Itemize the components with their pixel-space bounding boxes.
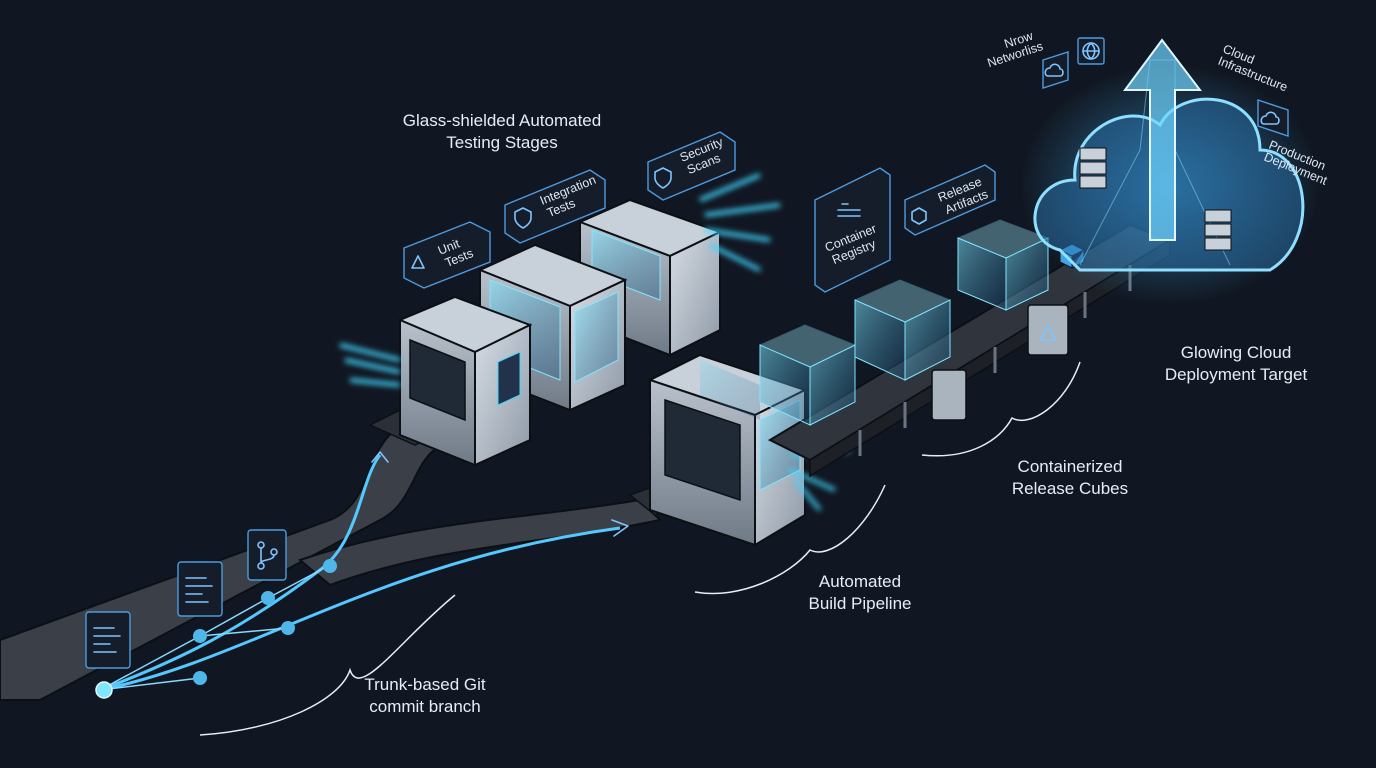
build-brace <box>694 484 886 595</box>
tag-security-scans: SecurityScans <box>647 131 736 201</box>
warning-panel <box>1027 304 1069 356</box>
label-trunk-line2: commit branch <box>369 697 481 716</box>
docker-icon <box>837 203 861 217</box>
flask-icon <box>411 255 425 269</box>
commit-node[interactable] <box>323 559 337 573</box>
release-cube <box>853 279 952 381</box>
label-trunk-branch: Trunk-based Git commit branch <box>345 674 505 718</box>
label-trunk-line1: Trunk-based Git <box>364 675 486 694</box>
code-icon <box>177 561 223 617</box>
braces <box>199 361 1081 736</box>
label-build-line2: Build Pipeline <box>808 594 912 613</box>
commit-node[interactable] <box>261 591 275 605</box>
label-release-line1: Containerized <box>1017 457 1123 476</box>
release-conveyor <box>758 219 1173 478</box>
release-cube <box>758 324 857 426</box>
label-testing-stages: Glass-shielded Automated Testing Stages <box>372 110 632 154</box>
label-cloud-line2: Deployment Target <box>1164 365 1308 384</box>
label-cloud-target: Glowing Cloud Deployment Target <box>1136 342 1336 386</box>
trunk-arrow-icon <box>371 451 389 463</box>
package-icon <box>911 207 927 225</box>
cloud-icon <box>1044 63 1064 77</box>
upload-arrow-icon <box>1123 38 1203 241</box>
label-release-line2: Release Cubes <box>1011 479 1129 498</box>
tag-unit-tests: UnitTests <box>403 221 491 289</box>
lock-shield-icon <box>654 167 672 189</box>
label-build-line1: Automated <box>818 572 902 591</box>
label-testing-line1: Glass-shielded Automated <box>402 111 602 130</box>
trunk-brace <box>199 594 456 736</box>
server-icon <box>1079 147 1107 189</box>
label-cloud-line1: Glowing Cloud <box>1180 343 1292 362</box>
label-build-pipeline: Automated Build Pipeline <box>775 571 945 615</box>
server-icon <box>1204 209 1232 251</box>
tag-release-artifacts: ReleaseArtifacts <box>904 164 996 236</box>
cloud-target <box>1020 38 1320 305</box>
recycle-panel <box>931 369 967 421</box>
release-brace <box>921 361 1081 457</box>
svg-text:NrowNetworliss: NrowNetworliss <box>982 27 1045 70</box>
commit-node[interactable] <box>193 629 207 643</box>
build-arrow-icon <box>611 519 629 537</box>
release-cube <box>956 219 1050 311</box>
testing-stages <box>339 173 781 467</box>
shield-check-icon <box>514 207 532 229</box>
commit-node[interactable] <box>193 671 207 685</box>
commit-nodes <box>85 529 337 699</box>
git-branch-icon <box>247 529 287 581</box>
tag-container-registry: ContainerRegistry <box>814 167 891 293</box>
unit-tests-machine <box>339 295 533 467</box>
globe-tag <box>1077 37 1105 65</box>
build-machine <box>628 353 851 547</box>
code-icon <box>85 611 131 669</box>
label-release-cubes: Containerized Release Cubes <box>980 456 1160 500</box>
label-testing-line2: Testing Stages <box>446 133 558 152</box>
commit-node[interactable] <box>281 621 295 635</box>
commit-node[interactable] <box>95 681 113 699</box>
tag-networks: NrowNetworliss <box>982 27 1069 89</box>
cloud-icon <box>1260 111 1280 125</box>
